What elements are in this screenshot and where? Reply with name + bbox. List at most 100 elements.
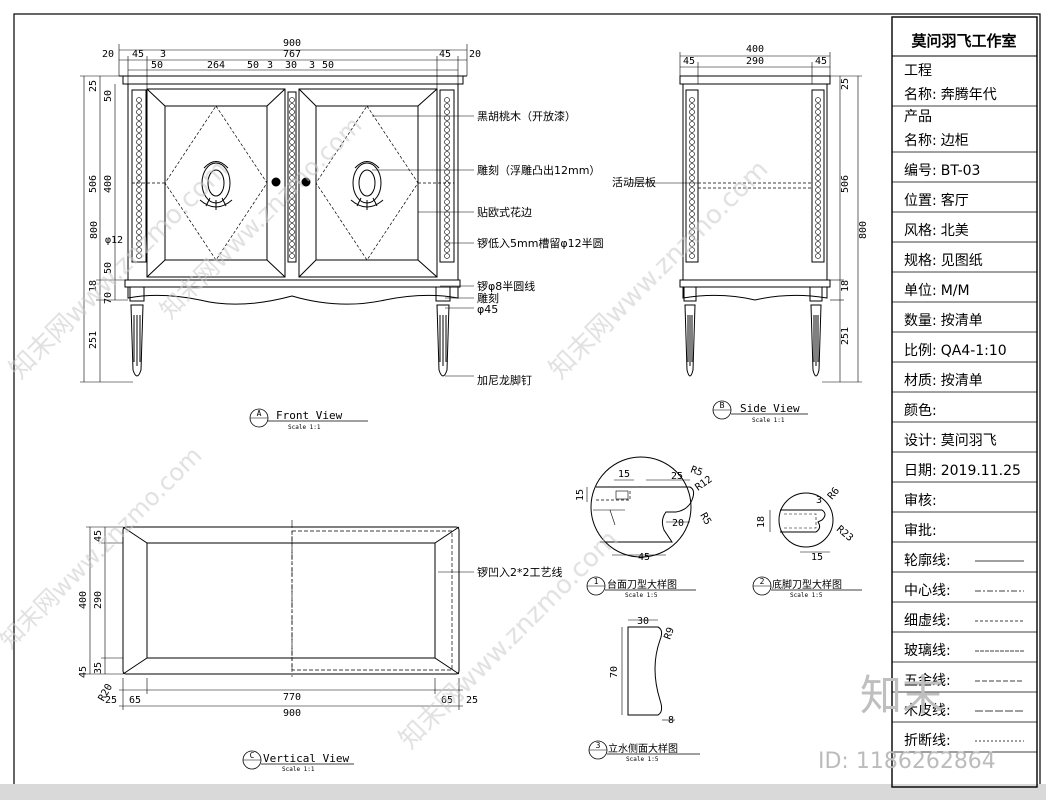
title-row-16: 审批: (904, 523, 937, 539)
note-wood: 黑胡桃木（开放漆） (477, 109, 576, 123)
watermark-logo: 知末 (860, 671, 944, 720)
bottom-bar (0, 784, 1046, 800)
detail-3-label: 立水侧面大样图 (608, 742, 678, 755)
title-row-18: 中心线: (904, 583, 951, 599)
svg-text:R5: R5 (697, 511, 713, 527)
title-row-10: 比例:QA4-1:10 (904, 343, 1007, 359)
svg-text:264: 264 (207, 60, 225, 71)
watermark-id: ID: 1186262864 (818, 749, 996, 774)
svg-text:30: 30 (285, 60, 297, 71)
svg-text:45: 45 (683, 56, 695, 67)
side-view: 400 45 290 45 25 506 800 18 251 活动层板 B S… (612, 44, 869, 424)
svg-text:25: 25 (105, 695, 117, 706)
front-view-label: Front View (276, 409, 343, 422)
title-row-4: 编号:BT-03 (904, 163, 980, 179)
front-view: 900 20 45 3 767 45 20 50 264 50 3 30 3 5… (80, 38, 604, 431)
detail-1-top-profile: 15 25 R5 R12 15 20 R5 45 1 台面刀型大样图 Scale… (575, 456, 715, 599)
note-shelf: 活动层板 (612, 175, 656, 189)
svg-text:8: 8 (668, 715, 674, 726)
svg-text:A: A (257, 409, 262, 418)
title-row-8: 单位:M/M (904, 283, 970, 299)
svg-text:25: 25 (466, 695, 478, 706)
svg-text:3: 3 (596, 741, 601, 750)
svg-text:35: 35 (93, 662, 104, 674)
title-row-12: 颜色: (904, 402, 937, 419)
svg-text:45: 45 (78, 666, 89, 678)
svg-text:R5: R5 (689, 464, 704, 478)
note-nail: 加尼龙脚钉 (477, 373, 532, 387)
title-row-19: 细虚线: (904, 613, 951, 629)
front-legs (129, 286, 451, 377)
svg-text:25: 25 (671, 471, 683, 482)
svg-text:800: 800 (89, 221, 100, 239)
svg-text:290: 290 (93, 591, 104, 609)
front-dim-phi12: φ12 (105, 235, 123, 246)
left-knob (271, 177, 281, 187)
svg-text:506: 506 (88, 175, 99, 193)
svg-text:15: 15 (811, 552, 823, 563)
svg-text:20: 20 (469, 49, 481, 60)
svg-text:290: 290 (746, 56, 764, 67)
vertical-view-label: Vertical View (263, 752, 349, 765)
svg-text:R23: R23 (834, 524, 855, 544)
right-knob (301, 177, 311, 187)
title-row-15: 审核: (904, 493, 937, 509)
svg-text:18: 18 (840, 280, 851, 292)
note-groove-line: 锣凹入2*2工艺线 (477, 565, 563, 579)
studio-name: 莫问羽飞工作室 (911, 32, 1016, 50)
svg-text:45: 45 (132, 49, 144, 60)
svg-text:20: 20 (672, 518, 684, 529)
svg-text:3: 3 (309, 60, 315, 71)
title-row-21: 五金线: (904, 673, 951, 689)
svg-text:50: 50 (103, 262, 114, 274)
note-carve2: 雕刻 (477, 291, 499, 305)
title-row-7: 规格:见图纸 (904, 253, 983, 269)
svg-text:900: 900 (283, 708, 301, 719)
detail-2-label: 底脚刀型大样图 (772, 578, 842, 591)
svg-text:3: 3 (160, 49, 166, 60)
title-row-14: 日期:2019.11.25 (904, 463, 1021, 479)
svg-text:767: 767 (283, 49, 301, 60)
svg-text:15: 15 (618, 469, 630, 480)
title-row-0: 工程 (904, 63, 932, 79)
svg-text:C: C (250, 751, 255, 760)
svg-text:Scale 1:1: Scale 1:1 (752, 417, 785, 424)
title-row-13: 设计:莫问羽飞 (904, 433, 997, 449)
note-carving: 雕刻（浮雕凸出12mm） (477, 163, 600, 177)
svg-text:3: 3 (267, 60, 273, 71)
svg-text:65: 65 (129, 695, 141, 706)
svg-text:Scale 1:1: Scale 1:1 (282, 766, 315, 773)
svg-text:25: 25 (88, 80, 99, 92)
right-door (298, 88, 438, 278)
svg-text:30: 30 (637, 616, 649, 627)
right-pilaster (439, 89, 455, 263)
front-dim-900: 900 (283, 38, 301, 49)
svg-text:R9: R9 (662, 626, 676, 641)
svg-text:R6: R6 (826, 486, 842, 502)
title-row-2: 产品 (904, 109, 932, 125)
apron (127, 287, 459, 305)
front-top-panel (122, 75, 464, 85)
vertical-view: 25 65 770 65 25 900 45 400 290 45 35 R20… (78, 520, 563, 773)
svg-text:400: 400 (103, 175, 114, 193)
svg-text:50: 50 (247, 60, 259, 71)
svg-text:2: 2 (760, 577, 765, 586)
svg-text:15: 15 (575, 489, 586, 501)
right-carving (350, 161, 384, 210)
title-row-11: 材质:按清单 (904, 373, 983, 389)
title-row-3: 名称:边柜 (904, 133, 969, 149)
title-row-5: 位置:客厅 (904, 192, 969, 209)
svg-text:3: 3 (816, 495, 822, 506)
svg-text:50: 50 (151, 60, 163, 71)
svg-text:Scale 1:5: Scale 1:5 (625, 592, 658, 599)
svg-text:Scale 1:1: Scale 1:1 (288, 424, 321, 431)
svg-text:506: 506 (840, 175, 851, 193)
svg-text:400: 400 (746, 44, 764, 55)
svg-text:50: 50 (322, 60, 334, 71)
svg-text:18: 18 (756, 516, 767, 528)
svg-text:251: 251 (88, 331, 99, 349)
svg-text:45: 45 (439, 49, 451, 60)
title-row-1: 名称:奔腾年代 (904, 86, 997, 103)
detail-1-label: 台面刀型大样图 (607, 578, 677, 591)
